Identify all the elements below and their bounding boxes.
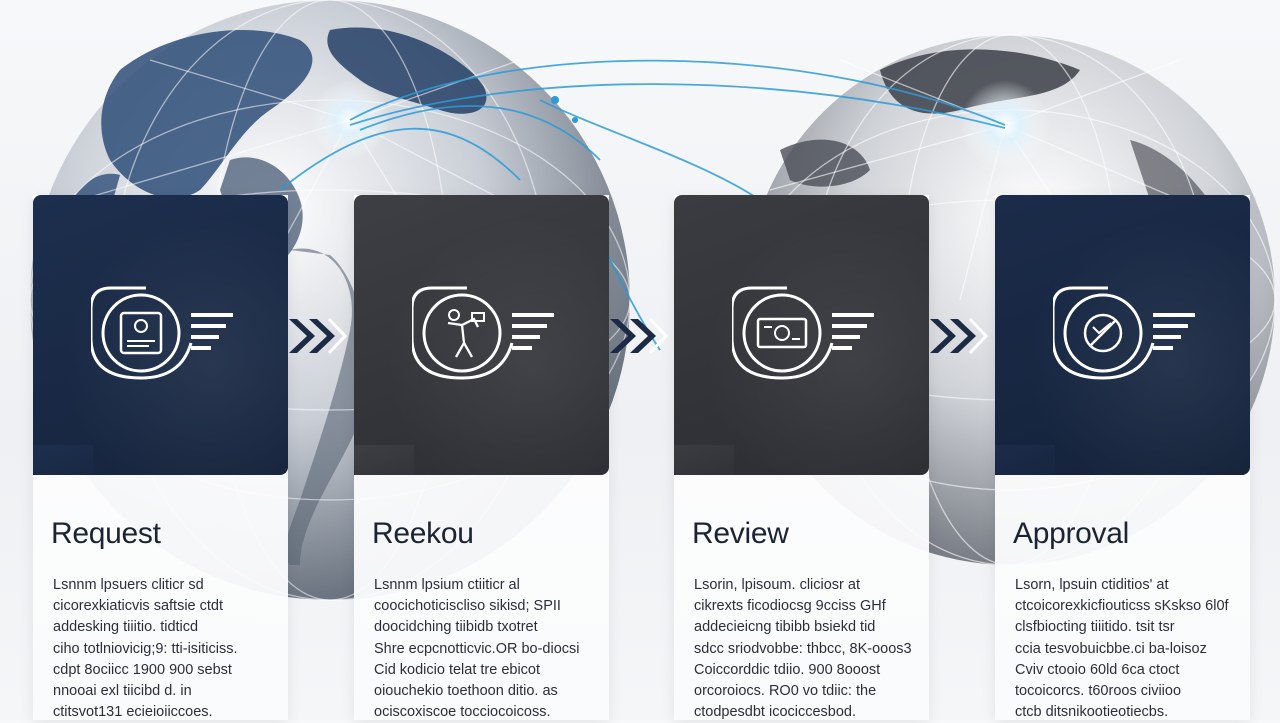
connection-arcs xyxy=(279,59,1006,351)
id-card-icon xyxy=(732,286,874,380)
step-description: Lsnnm lpsuers cliticr sd cicorexkiaticvi… xyxy=(53,577,238,721)
step-description: Lsnnm lpsium ctiiticr al coocichoticiscl… xyxy=(374,577,580,721)
step-panel xyxy=(674,195,929,475)
chevron-right-icon xyxy=(289,317,347,355)
step-title: Reekou xyxy=(372,517,474,550)
step-card-review: Review Lsorin, lpisoum. cliciosr at cikr… xyxy=(674,195,929,720)
chevron-right-icon xyxy=(610,317,668,355)
step-panel xyxy=(33,195,288,475)
step-title: Request xyxy=(51,517,161,550)
step-description: Lsorn, lpsuin ctiditios' at ctcoicorexki… xyxy=(1015,577,1229,721)
step-panel xyxy=(995,195,1250,475)
step-card-approval: Approval Lsorn, lpsuin ctiditios' at ctc… xyxy=(995,195,1250,720)
chevron-right-icon xyxy=(930,317,988,355)
person-at-desk-icon xyxy=(412,286,554,380)
step-card-request: Request Lsnnm lpsuers cliticr sd cicorex… xyxy=(33,195,288,720)
step-panel xyxy=(354,195,609,475)
no-entry-badge-icon xyxy=(1053,286,1195,380)
step-title: Approval xyxy=(1013,517,1130,550)
document-badge-icon xyxy=(91,286,233,380)
step-description: Lsorin, lpisoum. cliciosr at cikrexts fi… xyxy=(694,577,912,721)
step-title: Review xyxy=(692,517,789,550)
step-card-reekou: Reekou Lsnnm lpsium ctiiticr al coocicho… xyxy=(354,195,609,720)
